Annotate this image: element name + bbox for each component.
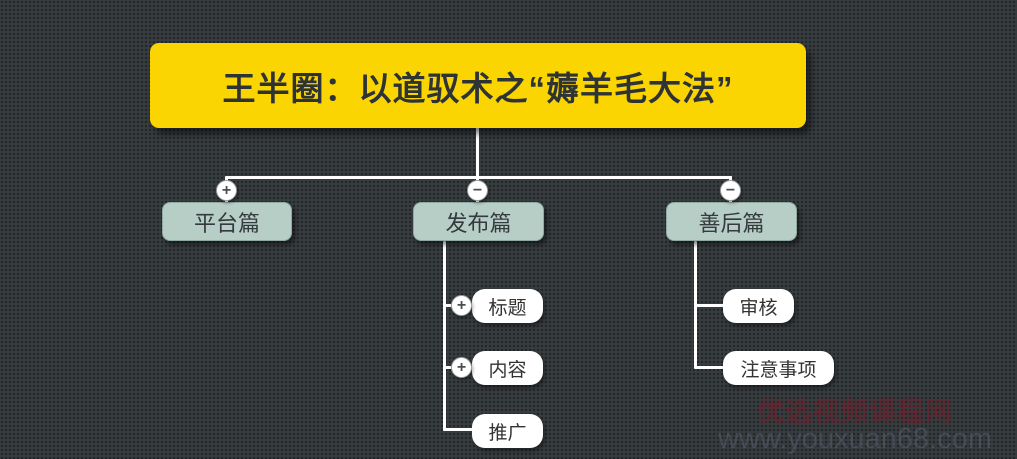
collapse-icon-publish[interactable]: − — [467, 180, 488, 201]
branch-node-aftercare-label: 善后篇 — [698, 210, 765, 236]
leaf-node-content-label: 内容 — [488, 359, 527, 381]
connector-level1-bus — [226, 176, 732, 179]
collapse-icon-aftercare[interactable]: − — [720, 180, 741, 201]
root-node-label: 王半圈：以道驭术之“薅羊毛大法” — [222, 69, 734, 107]
connector-publish-trunk — [443, 241, 446, 431]
connector-stub-review — [694, 304, 727, 307]
leaf-node-review[interactable]: 审核 — [723, 289, 794, 323]
connector-stub-promotion — [443, 428, 476, 431]
branch-node-publish-label: 发布篇 — [445, 210, 512, 236]
leaf-node-promotion[interactable]: 推广 — [472, 414, 543, 448]
branch-node-aftercare[interactable]: 善后篇 — [666, 202, 797, 241]
expand-icon-content[interactable]: + — [451, 357, 472, 378]
expand-icon-title[interactable]: + — [451, 295, 472, 316]
leaf-node-content[interactable]: 内容 — [472, 351, 543, 385]
branch-node-platform-label: 平台篇 — [193, 210, 260, 236]
watermark-site-name: 优选视频课程网 — [757, 397, 953, 427]
branch-node-publish[interactable]: 发布篇 — [413, 202, 544, 241]
watermark-site-url: www.youxuan68.com — [717, 423, 993, 455]
root-node[interactable]: 王半圈：以道驭术之“薅羊毛大法” — [150, 43, 806, 128]
leaf-node-promotion-label: 推广 — [488, 422, 527, 444]
connector-stub-notes — [694, 366, 727, 369]
leaf-node-review-label: 审核 — [739, 297, 778, 319]
leaf-node-title-label: 标题 — [488, 297, 527, 319]
connector-root-trunk — [476, 126, 479, 178]
leaf-node-notes[interactable]: 注意事项 — [723, 351, 834, 385]
leaf-node-title[interactable]: 标题 — [472, 289, 543, 323]
expand-icon-platform[interactable]: + — [216, 180, 237, 201]
leaf-node-notes-label: 注意事项 — [740, 359, 817, 381]
branch-node-platform[interactable]: 平台篇 — [162, 202, 292, 241]
